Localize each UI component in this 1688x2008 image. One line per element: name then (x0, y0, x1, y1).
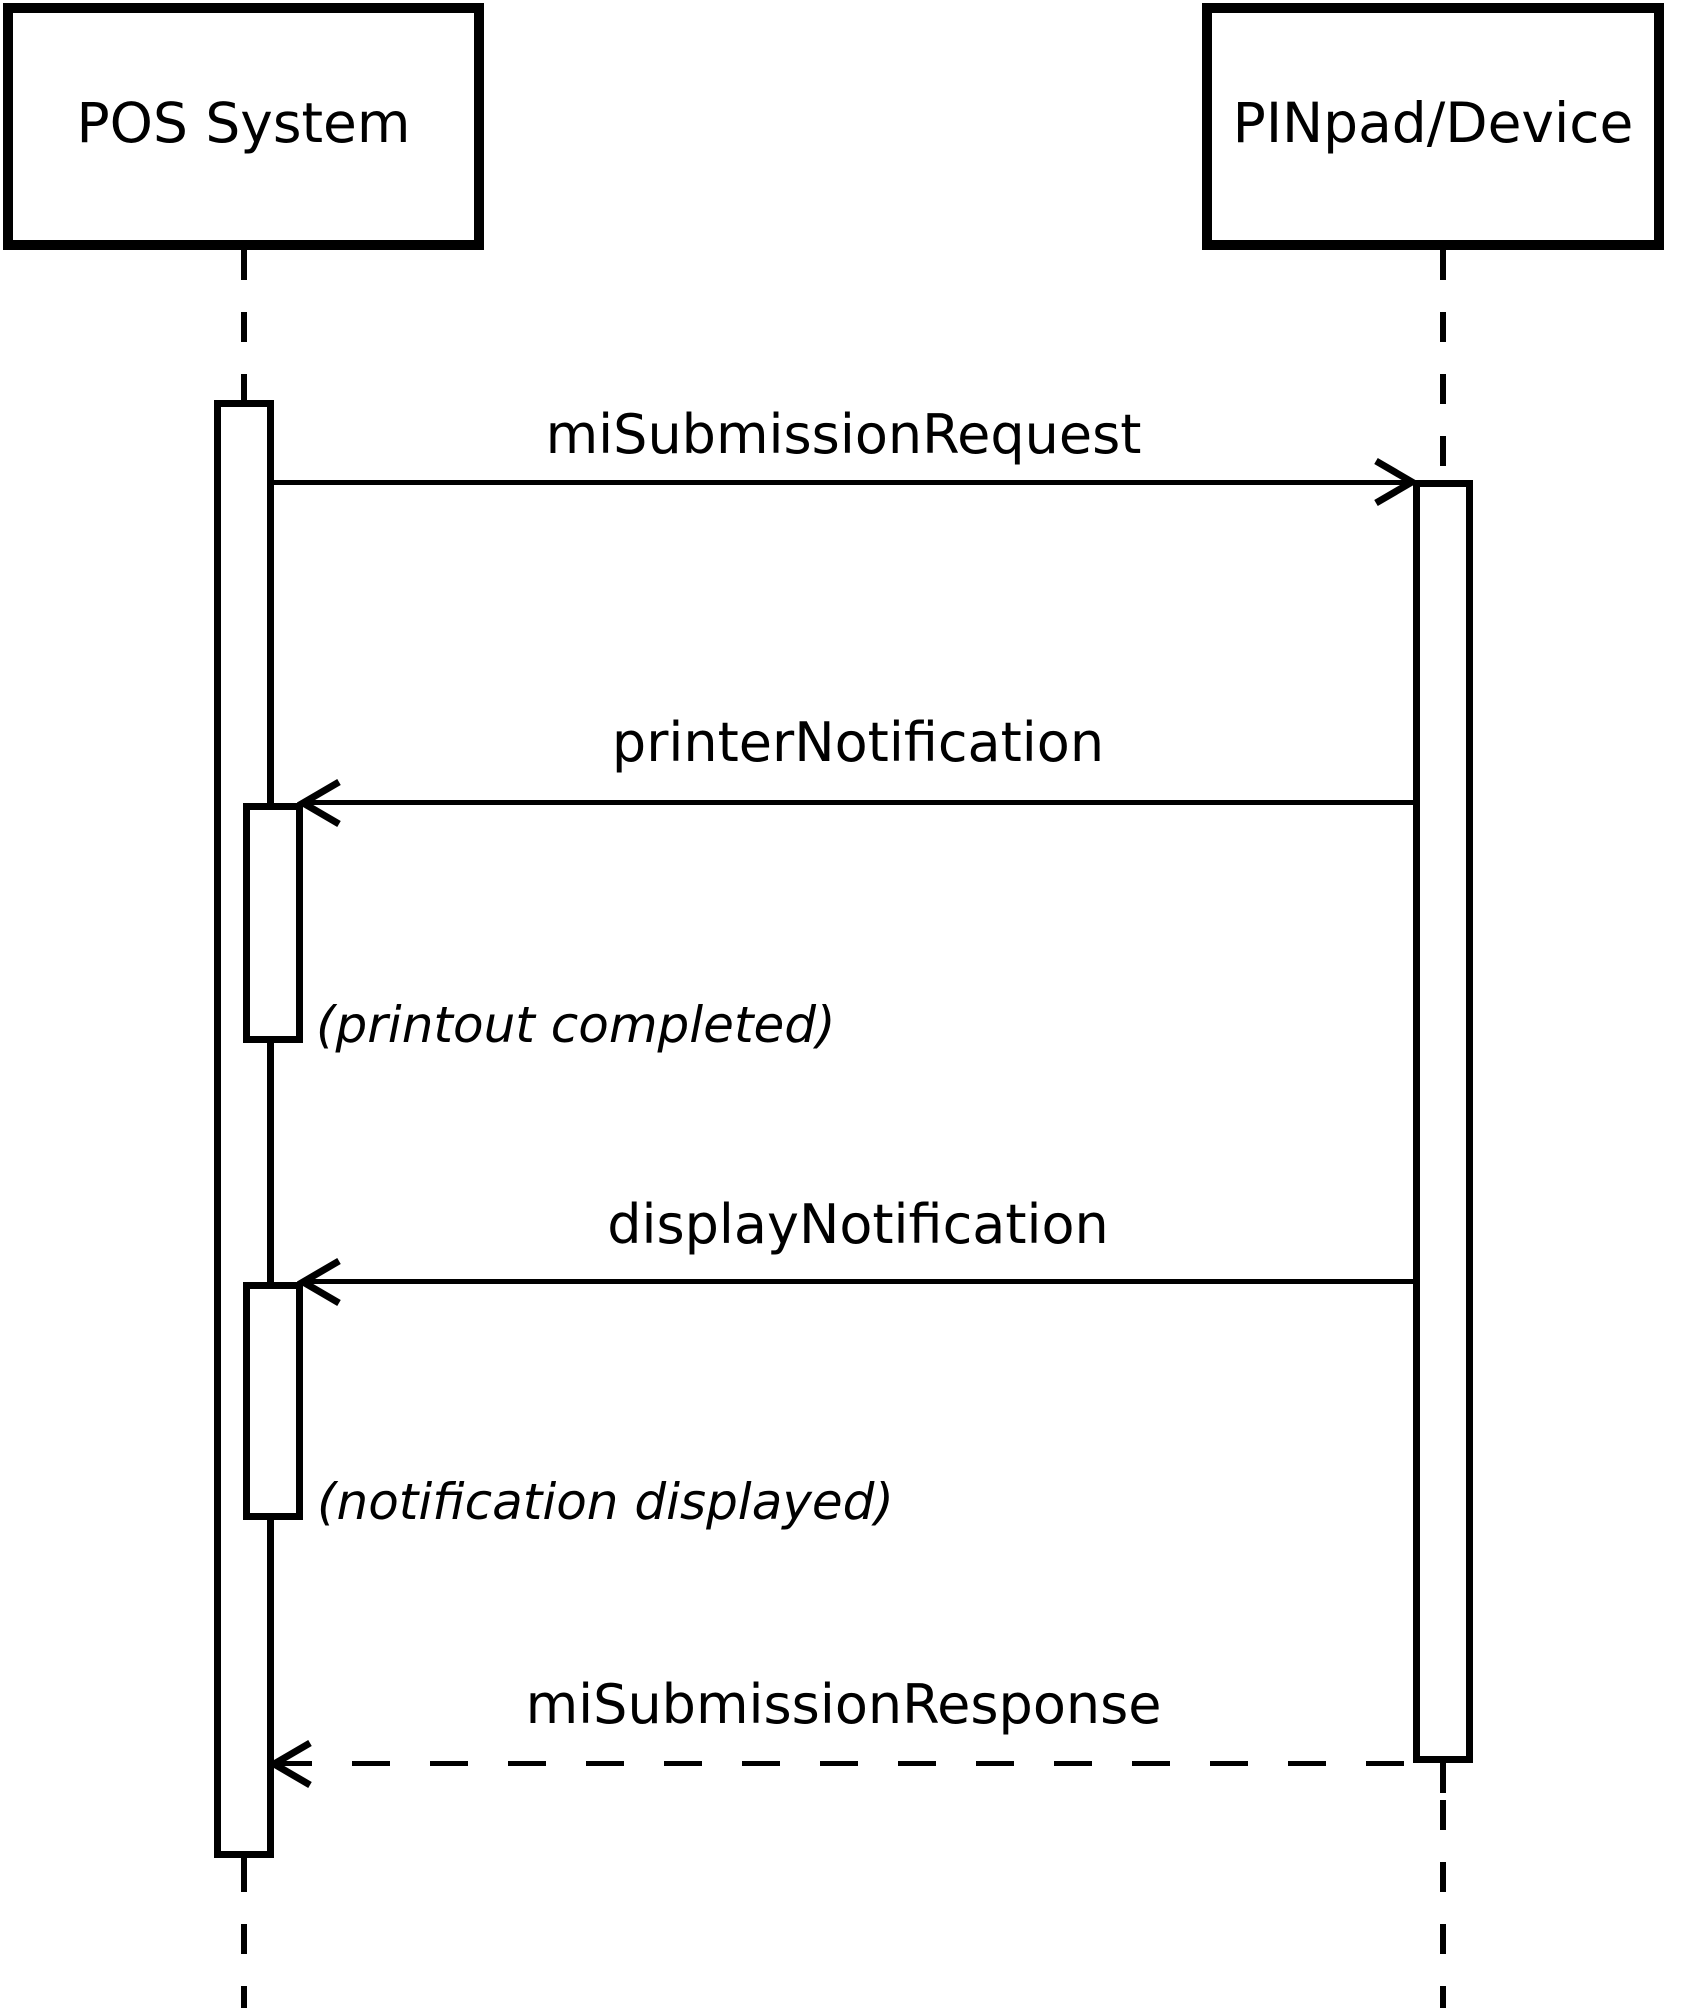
message-label: displayNotification (607, 1193, 1109, 1256)
actor-label-pos-system: POS System (76, 91, 411, 155)
activation-bar-pinpad (1413, 480, 1473, 1763)
activation-bar-pos-main (214, 400, 274, 1858)
message-label: miSubmissionResponse (525, 1673, 1162, 1736)
activation-bar-pos-nested-2 (243, 1282, 303, 1520)
arrowhead-right-icon (1374, 457, 1418, 507)
actor-label-pinpad-device: PINpad/Device (1232, 91, 1634, 155)
message-line (303, 800, 1413, 805)
arrowhead-left-icon (297, 1257, 341, 1307)
annotation-notification-displayed: (notification displayed) (317, 1473, 894, 1531)
actor-box-pinpad-device: PINpad/Device (1202, 3, 1664, 250)
actor-box-pos-system: POS System (3, 3, 484, 250)
message-label: printerNotification (611, 711, 1105, 774)
lifeline-stub (241, 1858, 247, 1888)
lifeline-stub (1440, 1763, 1446, 1793)
arrowhead-left-icon (268, 1739, 312, 1789)
annotation-printout-completed: (printout completed) (316, 996, 836, 1054)
message-label: miSubmissionRequest (545, 403, 1142, 466)
activation-bar-pos-nested-1 (243, 803, 303, 1043)
message-line (274, 480, 1413, 485)
arrowhead-left-icon (297, 778, 341, 828)
message-line (303, 1279, 1413, 1284)
message-line-dashed (274, 1761, 1413, 1766)
